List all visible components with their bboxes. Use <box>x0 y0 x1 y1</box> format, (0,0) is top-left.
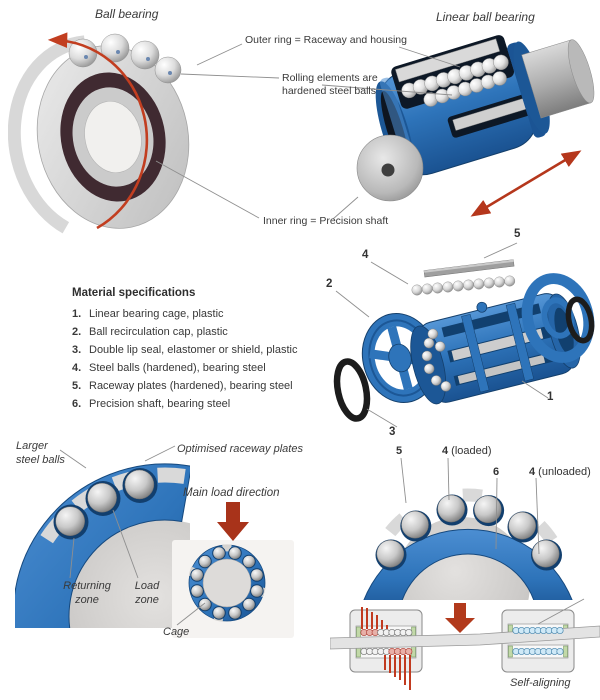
linear-motion-arrow-icon <box>470 150 582 217</box>
steel-balls-half <box>375 494 562 571</box>
housing <box>375 35 595 179</box>
callout-4: 4 <box>362 249 369 261</box>
linear-bearing-cage <box>410 293 581 405</box>
bearing-rings <box>8 35 190 234</box>
rolling-elements-line2: hardened steel balls <box>282 85 376 97</box>
half-callout-4-unloaded: 4 (unloaded) <box>529 466 591 478</box>
callout-5: 5 <box>514 228 521 240</box>
item-text: Raceway plates (hardened), bearing steel <box>89 380 293 392</box>
linear-ball-bearing-title: Linear ball bearing <box>436 10 535 24</box>
larger-steel-balls-section <box>53 468 158 540</box>
material-specifications: Material specifications 1. Linear bearin… <box>72 287 332 413</box>
half-callout-4-unloaded-text: (unloaded) <box>535 466 591 478</box>
callout-1: 1 <box>547 391 554 403</box>
list-item: 4. Steel balls (hardened), bearing steel <box>72 359 332 377</box>
list-item: 5. Raceway plates (hardened), bearing st… <box>72 377 332 395</box>
load-zone-label: Load zone <box>128 579 166 607</box>
half-callout-4-loaded-text: (loaded) <box>448 445 492 457</box>
item-number: 2. <box>72 326 82 338</box>
callout-3: 3 <box>389 426 396 438</box>
loaded-balls <box>360 628 413 656</box>
list-item: 1. Linear bearing cage, plastic <box>72 305 332 323</box>
load-schematic-illustration <box>330 603 600 690</box>
item-text: Ball recirculation cap, plastic <box>89 326 228 338</box>
half-callout-5-num: 5 <box>396 445 403 457</box>
bearing-ring-section <box>15 463 190 628</box>
inner-ring-label: Inner ring = Precision shaft <box>263 215 389 227</box>
item-number: 5. <box>72 380 82 392</box>
item-text: Precision shaft, bearing steel <box>89 398 231 410</box>
item-text: Linear bearing cage, plastic <box>89 308 224 320</box>
larger-steel-balls-label: Larger steel balls <box>16 439 65 467</box>
returning-zone-line1: Returning <box>63 580 111 592</box>
callout-2: 2 <box>326 278 333 290</box>
half-callout-6-num: 6 <box>493 466 500 478</box>
main-load-arrow-icon <box>217 502 249 541</box>
load-zone-line1: Load <box>134 580 160 592</box>
item-number: 1. <box>72 308 82 320</box>
raceway-plate-exploded <box>423 259 515 278</box>
self-aligning-label: Self-aligning <box>510 677 571 689</box>
rolling-elements-label: Rolling elements are hardened steel ball… <box>282 72 378 98</box>
item-number: 6. <box>72 398 82 410</box>
material-specifications-title: Material specifications <box>72 287 196 299</box>
half-section-illustration <box>363 488 573 600</box>
item-number: 3. <box>72 344 82 356</box>
ball-bearing-title: Ball bearing <box>95 7 159 21</box>
list-item: 2. Ball recirculation cap, plastic <box>72 323 332 341</box>
load-distribution-lines <box>361 607 411 690</box>
linear-ball-bearing-illustration <box>356 35 595 217</box>
returning-zone-line2: zone <box>75 594 99 606</box>
item-text: Double lip seal, elastomer or shield, pl… <box>89 344 298 356</box>
rolling-elements-line1: Rolling elements are <box>282 72 378 84</box>
ball-bearing-illustration <box>8 32 190 234</box>
optimised-raceway-plates-label: Optimised raceway plates <box>177 443 303 455</box>
half-callout-4-unloaded-num: 4 <box>529 466 536 478</box>
larger-steel-balls-line2: steel balls <box>16 454 65 466</box>
seal-o-ring-right <box>565 296 595 344</box>
cage-label: Cage <box>163 626 190 638</box>
rotation-arrow-icon <box>47 32 149 230</box>
item-text: Steel balls (hardened), bearing steel <box>89 362 266 374</box>
list-item: 6. Precision shaft, bearing steel <box>72 395 332 413</box>
unloaded-balls <box>512 626 564 656</box>
steel-ball-row-exploded <box>411 275 516 296</box>
bearing-face-illustration <box>172 540 294 638</box>
outer-ring-label: Outer ring = Raceway and housing <box>245 34 407 46</box>
half-callout-4-loaded: 4 (loaded) <box>442 445 492 457</box>
exploded-view-illustration <box>333 259 595 422</box>
cross-section-illustration <box>15 463 190 628</box>
list-item: 3. Double lip seal, elastomer or shield,… <box>72 341 332 359</box>
half-callout-6: 6 <box>493 466 499 478</box>
seal-o-ring-left <box>333 358 371 422</box>
item-number: 4. <box>72 362 82 374</box>
main-load-direction-label: Main load direction <box>183 487 280 499</box>
returning-zone-label: Returning zone <box>58 579 116 607</box>
bearing-ring-half <box>363 528 573 600</box>
half-callout-4-loaded-num: 4 <box>442 445 449 457</box>
outer-shell-cutaway <box>8 35 86 234</box>
shaft-face <box>202 558 252 608</box>
larger-steel-balls-line1: Larger <box>16 440 48 452</box>
load-arrow-icon <box>445 603 475 633</box>
half-callout-5: 5 <box>396 445 402 457</box>
load-zone-line2: zone <box>135 594 159 606</box>
